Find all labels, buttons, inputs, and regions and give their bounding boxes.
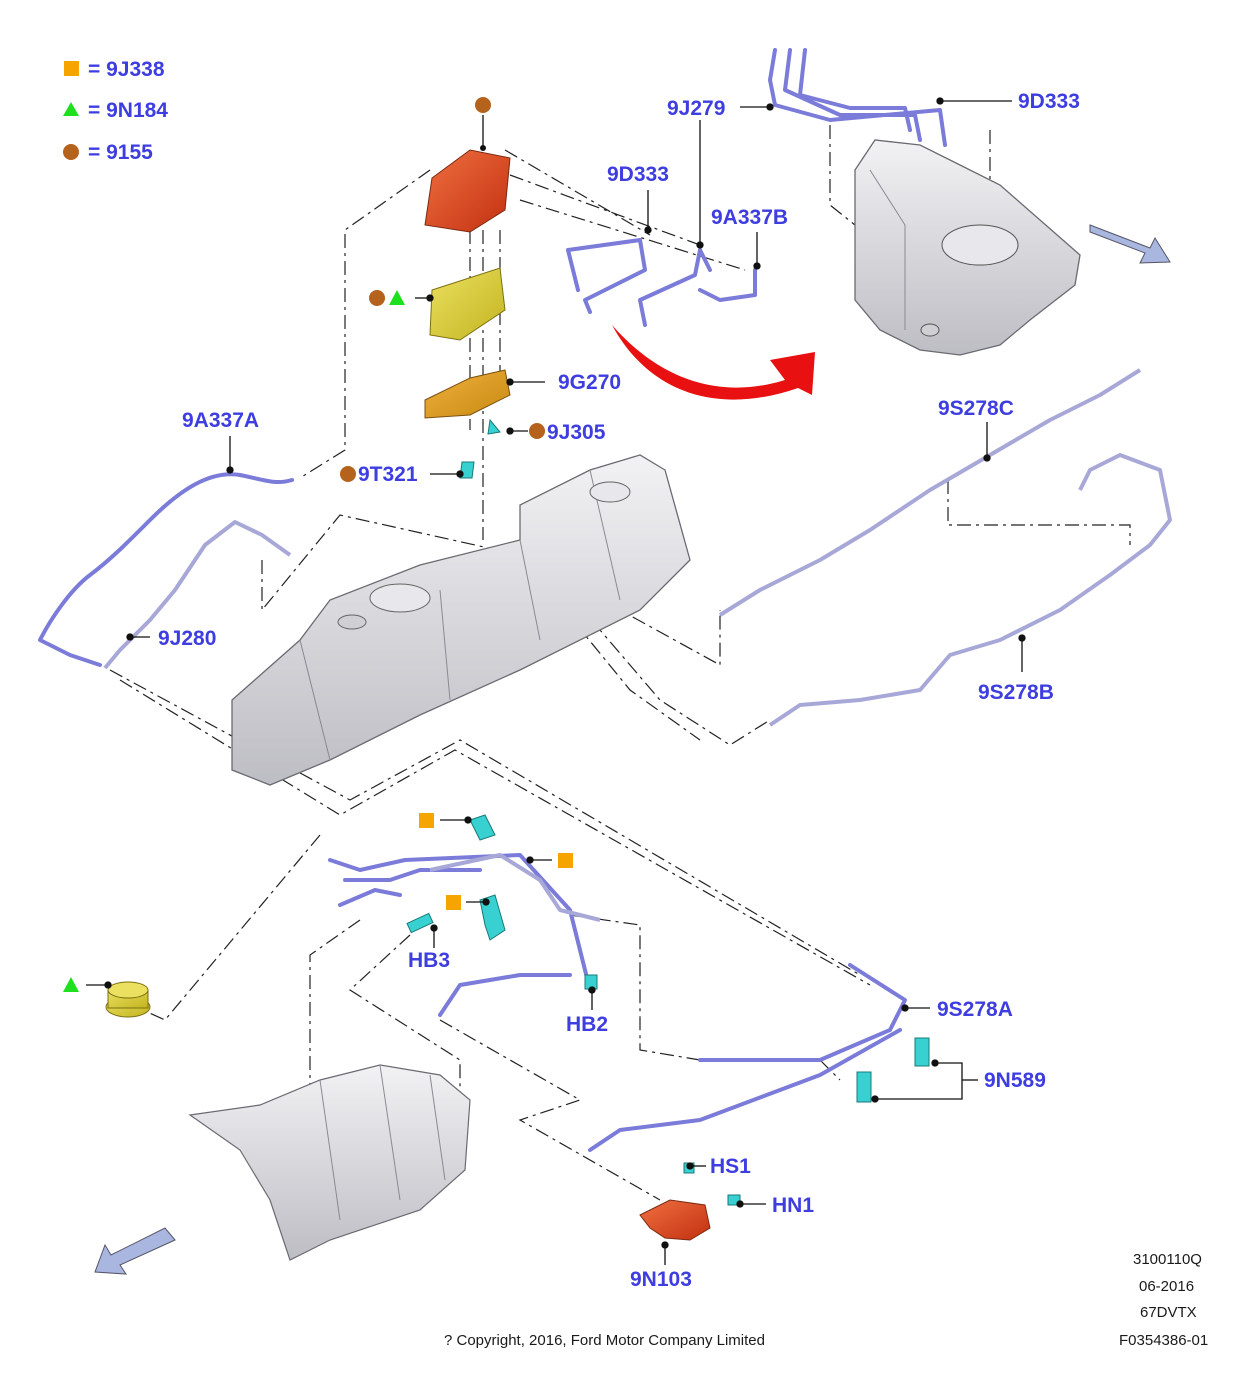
legend-label-9J338: = 9J338	[88, 58, 165, 81]
teal-connectors	[406, 814, 930, 1206]
callout-9J280: 9J280	[158, 627, 216, 650]
filter-9N184	[105, 981, 151, 1018]
fuel-tank	[231, 454, 691, 786]
callout-9J279: 9J279	[667, 97, 725, 120]
callout-9S278A: 9S278A	[937, 998, 1013, 1021]
direction-arrow-upper-icon	[1089, 224, 1171, 264]
marker-9N184-icon	[63, 977, 79, 992]
module-stack	[424, 115, 511, 479]
callout-9G270: 9G270	[558, 371, 621, 394]
marker-9155-icon	[369, 290, 385, 306]
red-curved-arrow	[612, 325, 815, 400]
fuel-lines	[38, 48, 947, 1152]
legend-circle-icon	[63, 144, 79, 160]
part-markers	[63, 97, 573, 992]
callout-HB3: HB3	[408, 949, 450, 972]
leader-lines	[86, 97, 1026, 1265]
callout-9A337B: 9A337B	[711, 206, 788, 229]
callout-9D333-top: 9D333	[1018, 90, 1080, 113]
legend: = 9J338 = 9N184 = 9155	[63, 58, 168, 164]
callout-9T321: 9T321	[358, 463, 418, 486]
footer-figure-id: F0354386-01	[1119, 1332, 1209, 1349]
callout-9N103: 9N103	[630, 1268, 692, 1291]
callout-HS1: HS1	[710, 1155, 751, 1178]
transmission	[188, 1064, 471, 1261]
marker-9J338-icon	[446, 895, 461, 910]
fuel-lines-light	[103, 368, 1172, 922]
marker-9J338-icon	[419, 813, 434, 828]
footer-date: 06-2016	[1139, 1278, 1195, 1295]
callout-9N589: 9N589	[984, 1069, 1046, 1092]
marker-9155-icon	[529, 423, 545, 439]
marker-9155-icon	[475, 97, 491, 113]
legend-triangle-icon	[63, 102, 79, 116]
callout-9S278B: 9S278B	[978, 681, 1054, 704]
marker-9J338-icon	[558, 853, 573, 868]
footer-code: 3100110Q	[1133, 1251, 1202, 1268]
callout-9A337A: 9A337A	[182, 409, 259, 432]
callout-9J305: 9J305	[547, 421, 606, 444]
legend-label-9N184: = 9N184	[88, 99, 168, 122]
footer-copyright: ? Copyright, 2016, Ford Motor Company Li…	[444, 1332, 765, 1349]
marker-9155-icon	[340, 466, 356, 482]
pump-9N103	[639, 1199, 711, 1241]
tank-detail-upper-right	[854, 139, 1081, 356]
legend-square-icon	[64, 61, 79, 76]
footer-model: 67DVTX	[1140, 1304, 1197, 1321]
callout-labels: 9D333 9J279 9D333 9A337B 9G270 9J305 9T3…	[158, 90, 1080, 1291]
callout-HB2: HB2	[566, 1013, 608, 1036]
callout-9D333-mid: 9D333	[607, 163, 669, 186]
marker-9N184-icon	[389, 290, 405, 305]
callout-HN1: HN1	[772, 1194, 814, 1217]
callout-9S278C: 9S278C	[938, 397, 1014, 420]
legend-label-9155: = 9155	[88, 141, 153, 164]
direction-arrow-lower-icon	[94, 1227, 176, 1275]
